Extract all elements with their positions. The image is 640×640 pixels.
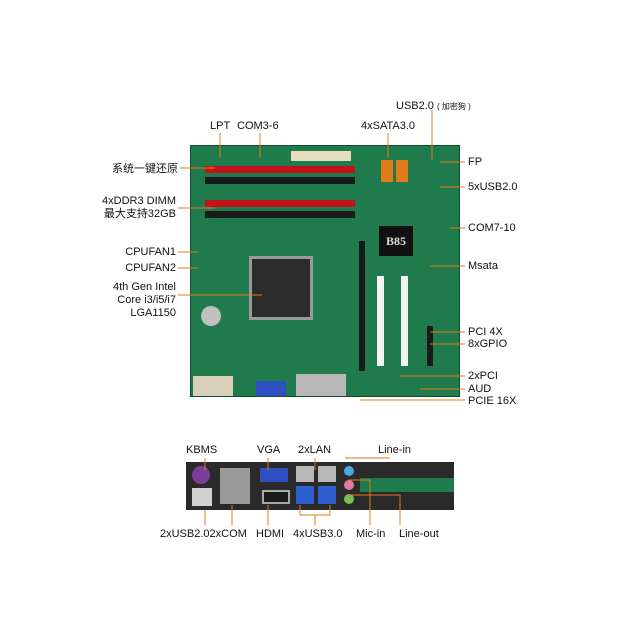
leader-line bbox=[348, 479, 371, 525]
label-lpt: LPT bbox=[210, 120, 231, 132]
label-vga: VGA bbox=[257, 444, 281, 456]
label-ddr3-line1: 4xDDR3 DIMM bbox=[102, 195, 176, 207]
label-usb-dongle: USB2.0 ( 加密狗 ) bbox=[396, 100, 471, 113]
rear-io-image bbox=[186, 462, 454, 510]
pcie-x4-slot bbox=[427, 326, 433, 366]
pci-slot bbox=[377, 276, 384, 366]
motherboard-image: B85 bbox=[190, 145, 460, 397]
label-com36: COM3-6 bbox=[237, 120, 279, 132]
usb3-port bbox=[296, 486, 314, 504]
lan-port bbox=[318, 466, 336, 482]
label-hdmi: HDMI bbox=[256, 528, 285, 540]
dimm-slot bbox=[205, 177, 355, 184]
hdmi-port bbox=[262, 490, 290, 504]
rear-io-block bbox=[193, 376, 233, 396]
cmos-battery bbox=[201, 306, 221, 326]
label-cpu-line2: Core i3/i5/i7 bbox=[117, 294, 176, 306]
ps2-port bbox=[192, 466, 210, 484]
usb2-port bbox=[192, 488, 212, 506]
leader-line bbox=[348, 494, 401, 525]
dimm-slot bbox=[205, 166, 355, 173]
label-msata: Msata bbox=[468, 260, 498, 272]
dimm-slot bbox=[205, 200, 355, 207]
label-lineout: Line-out bbox=[399, 528, 439, 540]
chipset: B85 bbox=[379, 226, 413, 256]
cpu-socket bbox=[249, 256, 313, 320]
label-com710: COM7-10 bbox=[468, 222, 516, 234]
label-sata: 4xSATA3.0 bbox=[361, 120, 416, 132]
usb-lan-block bbox=[296, 374, 346, 396]
label-micin: Mic-in bbox=[356, 528, 386, 540]
audio-jack bbox=[344, 480, 354, 490]
leader-line bbox=[299, 505, 331, 525]
label-fp: FP bbox=[468, 156, 483, 168]
vga-port bbox=[256, 381, 286, 396]
label-cpu-line3: LGA1150 bbox=[130, 307, 176, 319]
label-ddr3-line2: 最大支持32GB bbox=[103, 208, 176, 220]
usb3-port bbox=[318, 486, 336, 504]
label-kbms: KBMS bbox=[186, 444, 218, 456]
label-linein: Line-in bbox=[378, 444, 412, 456]
dimm-slot bbox=[205, 211, 355, 218]
label-gpio: 8xGPIO bbox=[468, 338, 508, 350]
chipset-label: B85 bbox=[385, 234, 406, 248]
pci-slot bbox=[401, 276, 408, 366]
sata-port bbox=[396, 160, 408, 182]
label-usb5: 5xUSB2.0 bbox=[468, 181, 518, 193]
label-aud: AUD bbox=[468, 383, 492, 395]
audio-jack bbox=[344, 494, 354, 504]
power-connector bbox=[291, 151, 351, 161]
label-cpufan1: CPUFAN1 bbox=[125, 246, 176, 258]
label-usb3: 4xUSB3.0 bbox=[293, 528, 343, 540]
label-usb-dongle-text: USB2.0 bbox=[396, 100, 434, 112]
label-system-restore: 系统一键还原 bbox=[112, 163, 178, 175]
label-cpufan2: CPUFAN2 bbox=[125, 262, 176, 274]
pcie-slot bbox=[359, 241, 365, 371]
lan-port bbox=[296, 466, 314, 482]
label-lan: 2xLAN bbox=[298, 444, 332, 456]
audio-jack bbox=[344, 466, 354, 476]
sata-port bbox=[381, 160, 393, 182]
label-usb-dongle-note: ( 加密狗 ) bbox=[436, 102, 471, 111]
vga-port bbox=[260, 468, 288, 482]
label-pcie16x: PCIE 16X bbox=[468, 395, 517, 407]
com-port bbox=[220, 468, 250, 504]
label-pci2x: 2xPCI bbox=[468, 370, 498, 382]
label-pci4x: PCI 4X bbox=[468, 326, 503, 338]
label-usb2com: 2xUSB2.02xCOM bbox=[160, 528, 247, 540]
label-cpu-line1: 4th Gen Intel bbox=[113, 281, 176, 293]
board-edge bbox=[360, 478, 454, 492]
